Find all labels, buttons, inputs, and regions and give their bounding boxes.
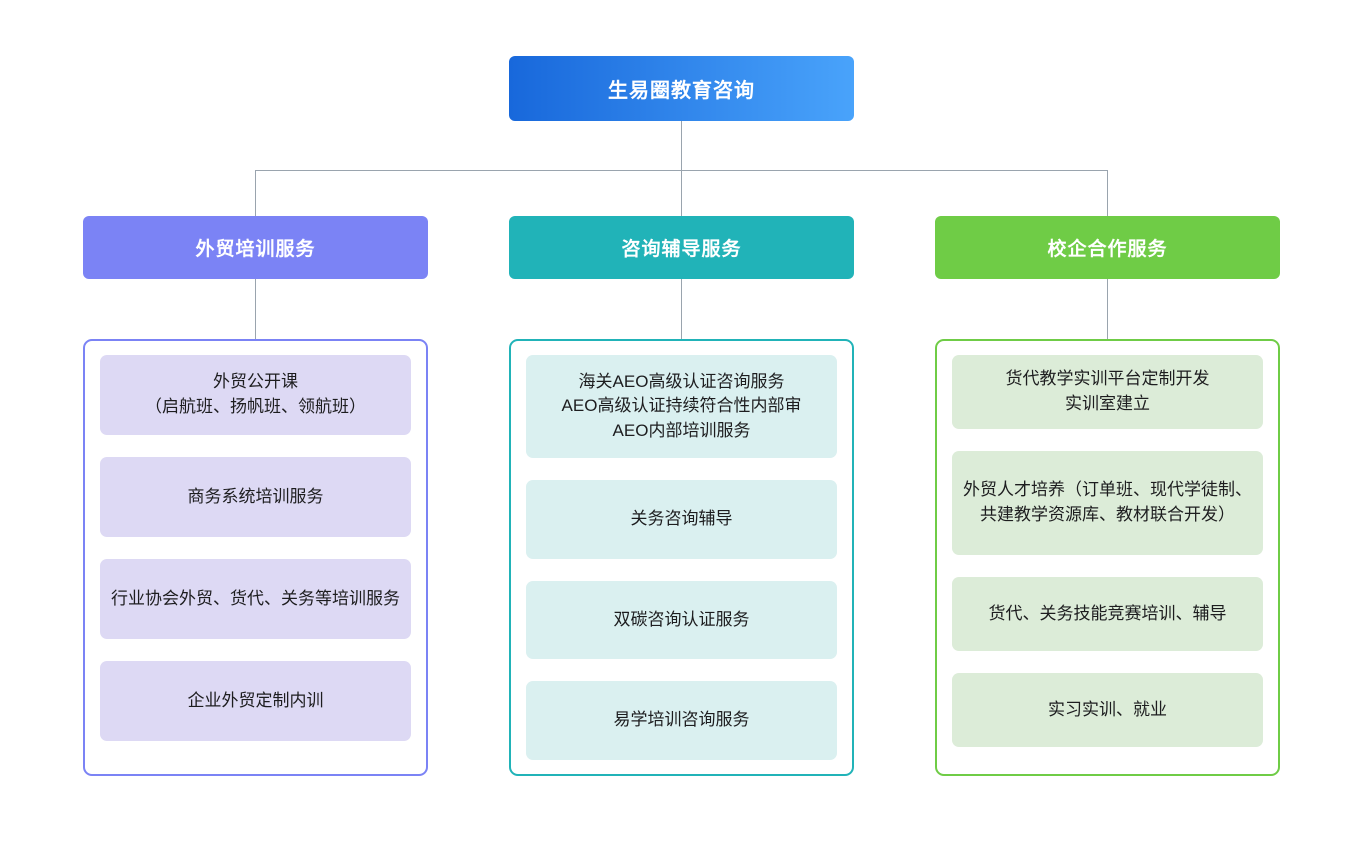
connector-header-to-group-1 [681, 279, 682, 339]
root-node[interactable]: 生易圈教育咨询 [509, 56, 854, 121]
connector-drop-branch-1 [681, 170, 682, 216]
leaf-card[interactable]: 外贸公开课 （启航班、扬帆班、领航班） [100, 355, 411, 435]
leaf-card[interactable]: 货代、关务技能竞赛培训、辅导 [952, 577, 1263, 651]
leaf-card[interactable]: 海关AEO高级认证咨询服务 AEO高级认证持续符合性内部审 AEO内部培训服务 [526, 355, 837, 459]
leaf-card[interactable]: 行业协会外贸、货代、关务等培训服务 [100, 559, 411, 639]
branch-header-label: 外贸培训服务 [195, 239, 316, 260]
leaf-card[interactable]: 货代教学实训平台定制开发 实训室建立 [952, 355, 1263, 429]
branch-header-consulting[interactable]: 咨询辅导服务 [509, 216, 854, 279]
branch-group-training: 外贸公开课 （启航班、扬帆班、领航班） 商务系统培训服务 行业协会外贸、货代、关… [83, 339, 428, 776]
branch-header-label: 校企合作服务 [1047, 239, 1168, 260]
leaf-card[interactable]: 易学培训咨询服务 [526, 681, 837, 761]
branch-group-school-enterprise: 货代教学实训平台定制开发 实训室建立 外贸人才培养（订单班、现代学徒制、共建教学… [935, 339, 1280, 776]
branch-header-label: 咨询辅导服务 [621, 239, 742, 260]
branch-header-school-enterprise[interactable]: 校企合作服务 [935, 216, 1280, 279]
leaf-card[interactable]: 企业外贸定制内训 [100, 661, 411, 741]
connector-header-to-group-0 [255, 279, 256, 339]
connector-root-stem [681, 121, 682, 171]
leaf-card[interactable]: 商务系统培训服务 [100, 457, 411, 537]
connector-drop-branch-0 [255, 170, 256, 216]
root-node-label: 生易圈教育咨询 [608, 80, 755, 102]
connector-header-to-group-2 [1107, 279, 1108, 339]
leaf-card[interactable]: 实习实训、就业 [952, 673, 1263, 747]
branch-header-training[interactable]: 外贸培训服务 [83, 216, 428, 279]
branch-group-consulting: 海关AEO高级认证咨询服务 AEO高级认证持续符合性内部审 AEO内部培训服务 … [509, 339, 854, 776]
leaf-card[interactable]: 双碳咨询认证服务 [526, 580, 837, 660]
connector-drop-branch-2 [1107, 170, 1108, 216]
leaf-card[interactable]: 关务咨询辅导 [526, 480, 837, 559]
leaf-card[interactable]: 外贸人才培养（订单班、现代学徒制、共建教学资源库、教材联合开发） [952, 451, 1263, 555]
